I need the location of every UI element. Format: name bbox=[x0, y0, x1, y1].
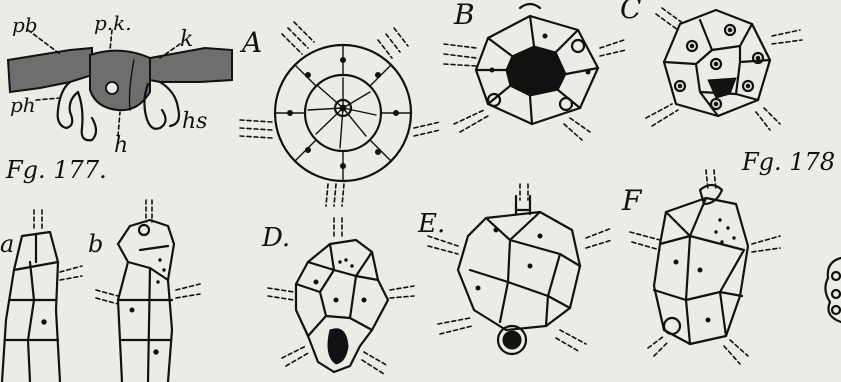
panel-label-small-b: b bbox=[88, 230, 103, 258]
label-k: k bbox=[180, 27, 193, 52]
panel-label-d: D. bbox=[261, 223, 290, 253]
panel-label-a: A bbox=[239, 26, 262, 59]
edge-fragment-drawing bbox=[825, 258, 841, 322]
label-ph: ph bbox=[10, 93, 36, 117]
label-pk: p.k. bbox=[94, 11, 132, 35]
label-pb: pb bbox=[12, 13, 38, 37]
caption-fig-177: Fg. 177. bbox=[5, 156, 107, 184]
panel-label-c: C bbox=[620, 0, 641, 25]
panel-e-drawing bbox=[428, 184, 612, 354]
label-h: h bbox=[114, 133, 128, 158]
panel-label-b: B bbox=[453, 0, 475, 31]
panel-f-drawing bbox=[630, 170, 780, 364]
panel-small-b-drawing bbox=[96, 200, 200, 382]
panel-label-small-a: a bbox=[0, 230, 14, 258]
label-hs: hs bbox=[182, 109, 207, 134]
panel-a-drawing bbox=[240, 22, 440, 206]
panel-label-f: F bbox=[621, 184, 643, 217]
panel-c-drawing bbox=[646, 8, 802, 130]
caption-fig-178: Fg. 178 bbox=[741, 148, 835, 176]
panel-label-e: E. bbox=[417, 209, 445, 239]
